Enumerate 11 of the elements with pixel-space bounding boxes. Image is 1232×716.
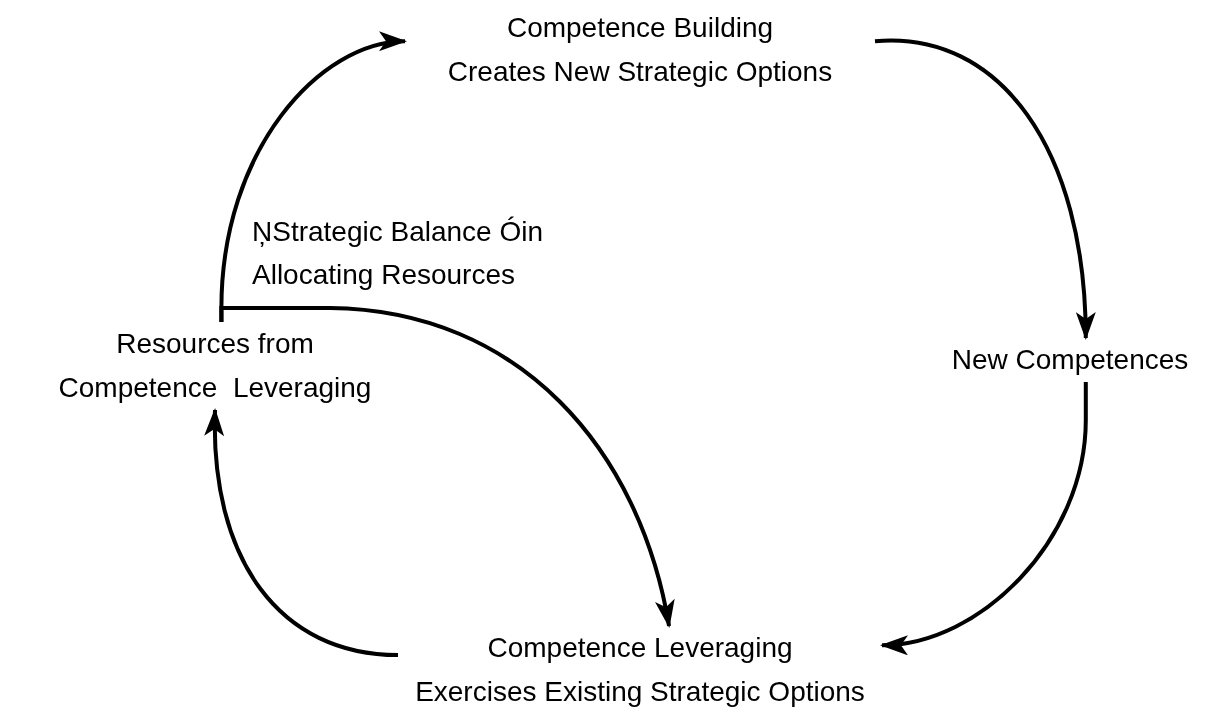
node-label: Competence Building bbox=[506, 11, 774, 45]
curved-arrow bbox=[219, 306, 674, 628]
curved-arrow bbox=[875, 39, 1095, 340]
curved-arrow bbox=[205, 408, 399, 658]
node-label: Competence Leveraging bbox=[487, 631, 793, 665]
curved-arrow bbox=[880, 382, 1088, 654]
node-label: Exercises Existing Strategic Options bbox=[415, 675, 865, 709]
node-label: Resources from Competence Leveraging bbox=[57, 327, 373, 405]
annotation-text: ŅStrategic Balance Óin Allocating Resources bbox=[252, 215, 545, 292]
node-label: New Competences bbox=[951, 343, 1189, 377]
node-label: Creates New Strategic Options bbox=[447, 55, 833, 89]
